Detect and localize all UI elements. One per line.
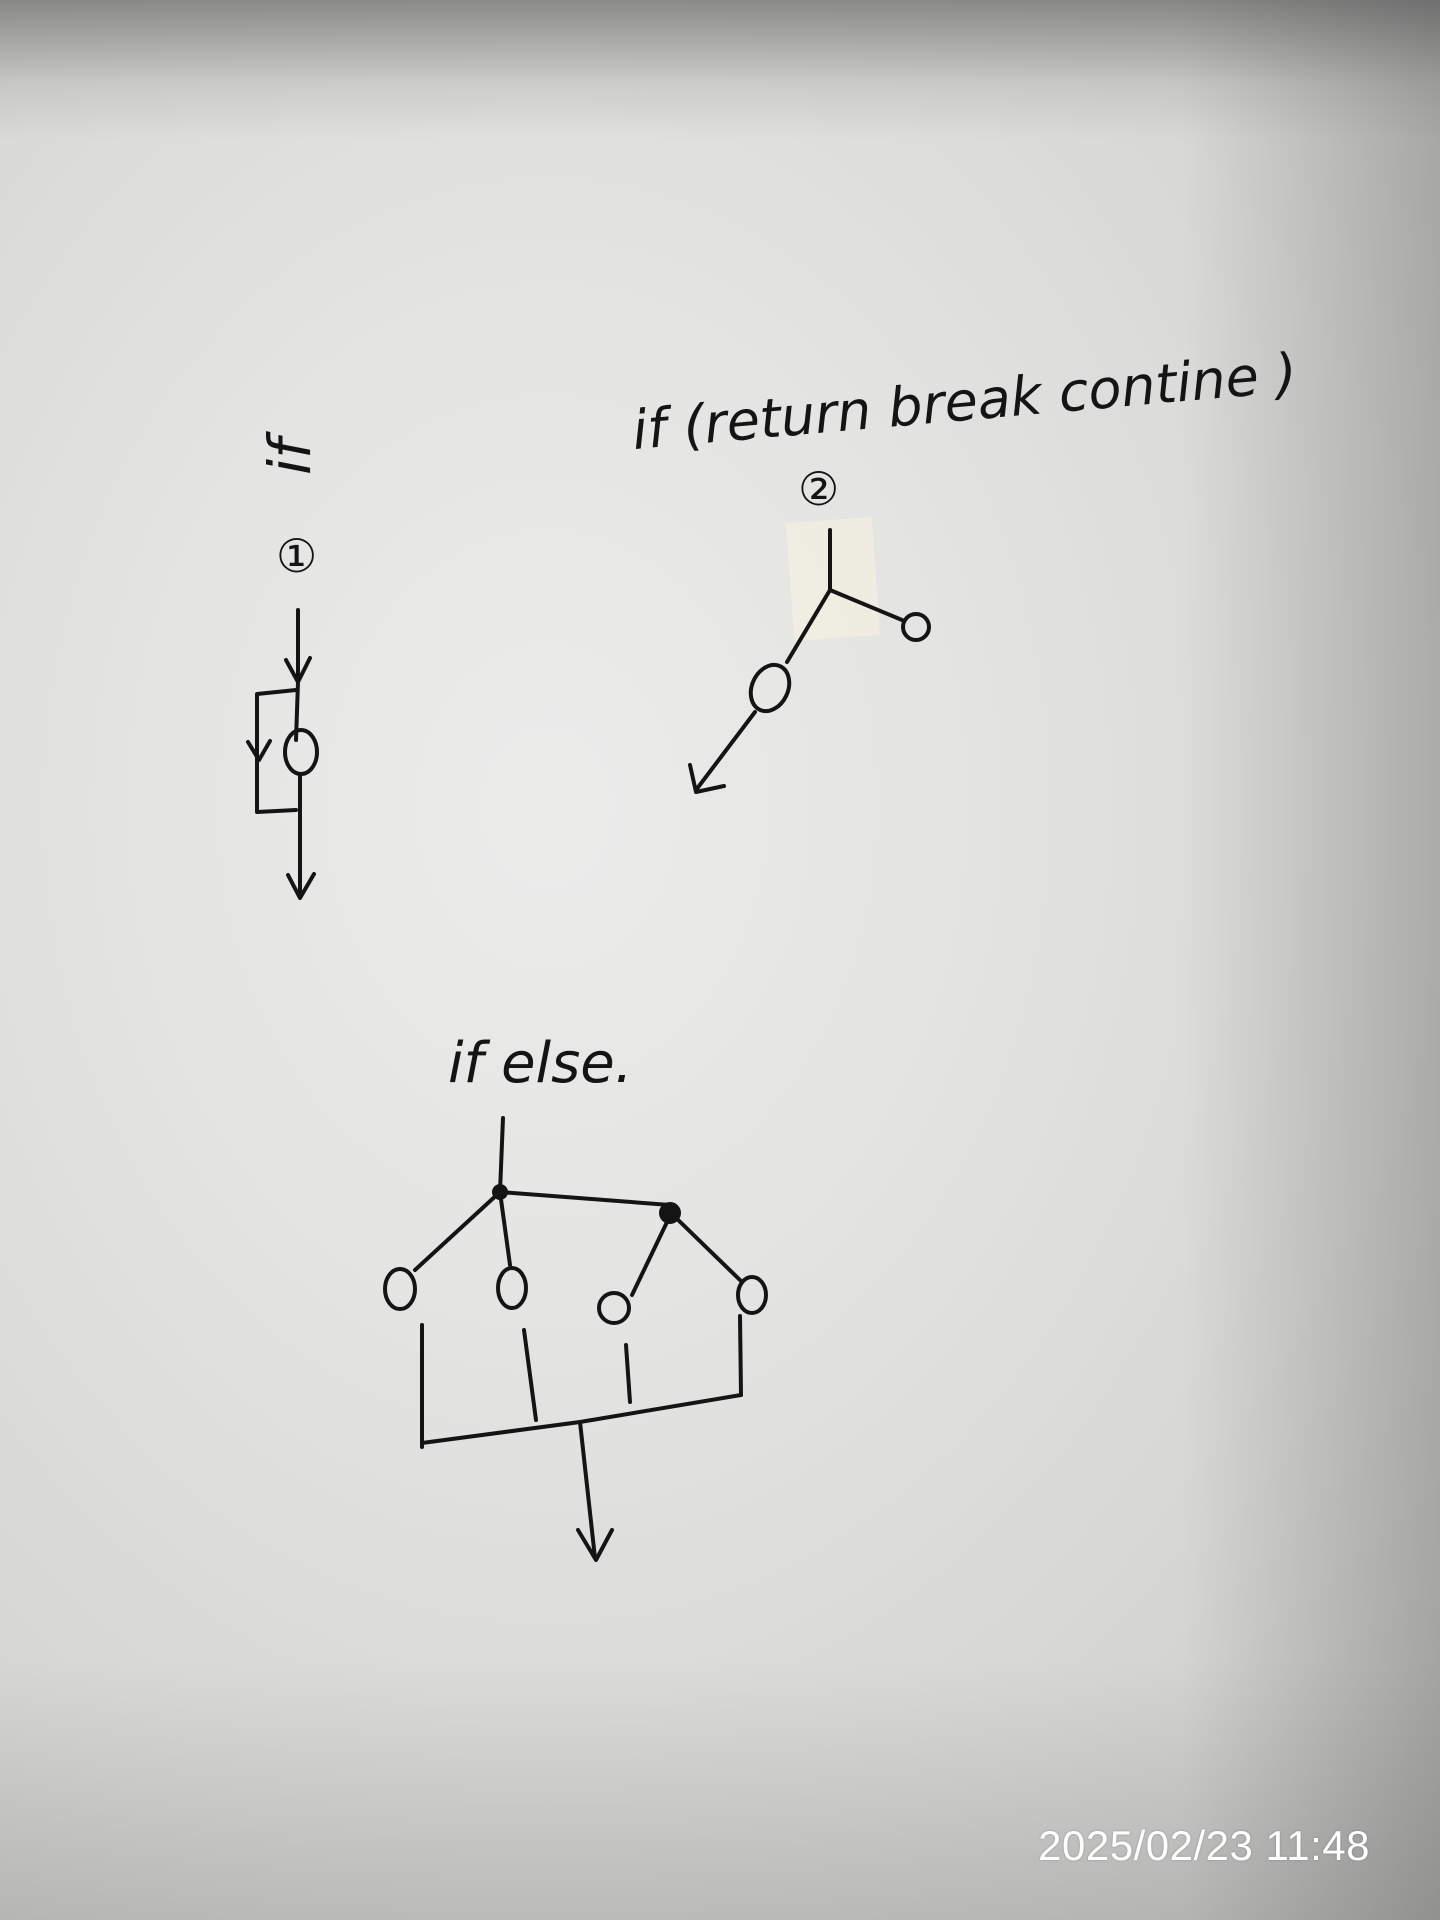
- if-else-exit-arrowhead: [576, 1528, 614, 1562]
- if-else-node-2: [496, 1266, 528, 1310]
- if-else-entry-line: [498, 1116, 505, 1194]
- if-label: if: [256, 431, 324, 475]
- masking-tape: [785, 517, 881, 641]
- if-else-down-2: [522, 1328, 538, 1422]
- marker-one: ①: [276, 529, 317, 583]
- if-else-label: if else.: [448, 1031, 633, 1096]
- if-else-junction-link: [498, 1190, 672, 1207]
- if-bypass-arrowhead: [246, 739, 272, 762]
- if-else-diagram: if else.: [383, 1031, 768, 1562]
- if-jump-right-node: [901, 612, 931, 642]
- if-else-node-4: [736, 1275, 768, 1315]
- if-else-branch-3: [630, 1218, 670, 1297]
- if-else-branch-4: [670, 1212, 744, 1284]
- photo-timestamp: 2025/02/23 11:48: [1038, 1822, 1370, 1869]
- if-jump-left-node: [748, 662, 792, 714]
- if-else-node-3: [597, 1291, 631, 1325]
- if-exit-arrowhead: [286, 872, 316, 900]
- if-else-branch-1: [413, 1190, 502, 1272]
- if-else-branch-2: [498, 1190, 512, 1267]
- if-jump-exit-line: [694, 710, 757, 792]
- if-else-node-1: [383, 1267, 417, 1311]
- if-jump-branch-right: [828, 588, 904, 622]
- right-shadow: [1180, 0, 1440, 1920]
- if-jump-branch-left: [785, 588, 832, 664]
- bottom-shadow: [0, 1660, 1440, 1920]
- if-else-down-4: [738, 1314, 743, 1397]
- top-shadow: [0, 0, 1440, 140]
- if-jump-label: if (return break contine ): [630, 341, 1300, 462]
- if-else-down-3: [624, 1343, 632, 1404]
- if-statement-node: [283, 728, 319, 776]
- if-jump-diagram: if (return break contine ) ②: [630, 341, 1300, 794]
- if-else-exit-line: [578, 1420, 597, 1560]
- marker-two: ②: [798, 462, 839, 516]
- if-diagram: if ①: [246, 431, 324, 900]
- if-jump-exit-arrowhead: [688, 763, 726, 794]
